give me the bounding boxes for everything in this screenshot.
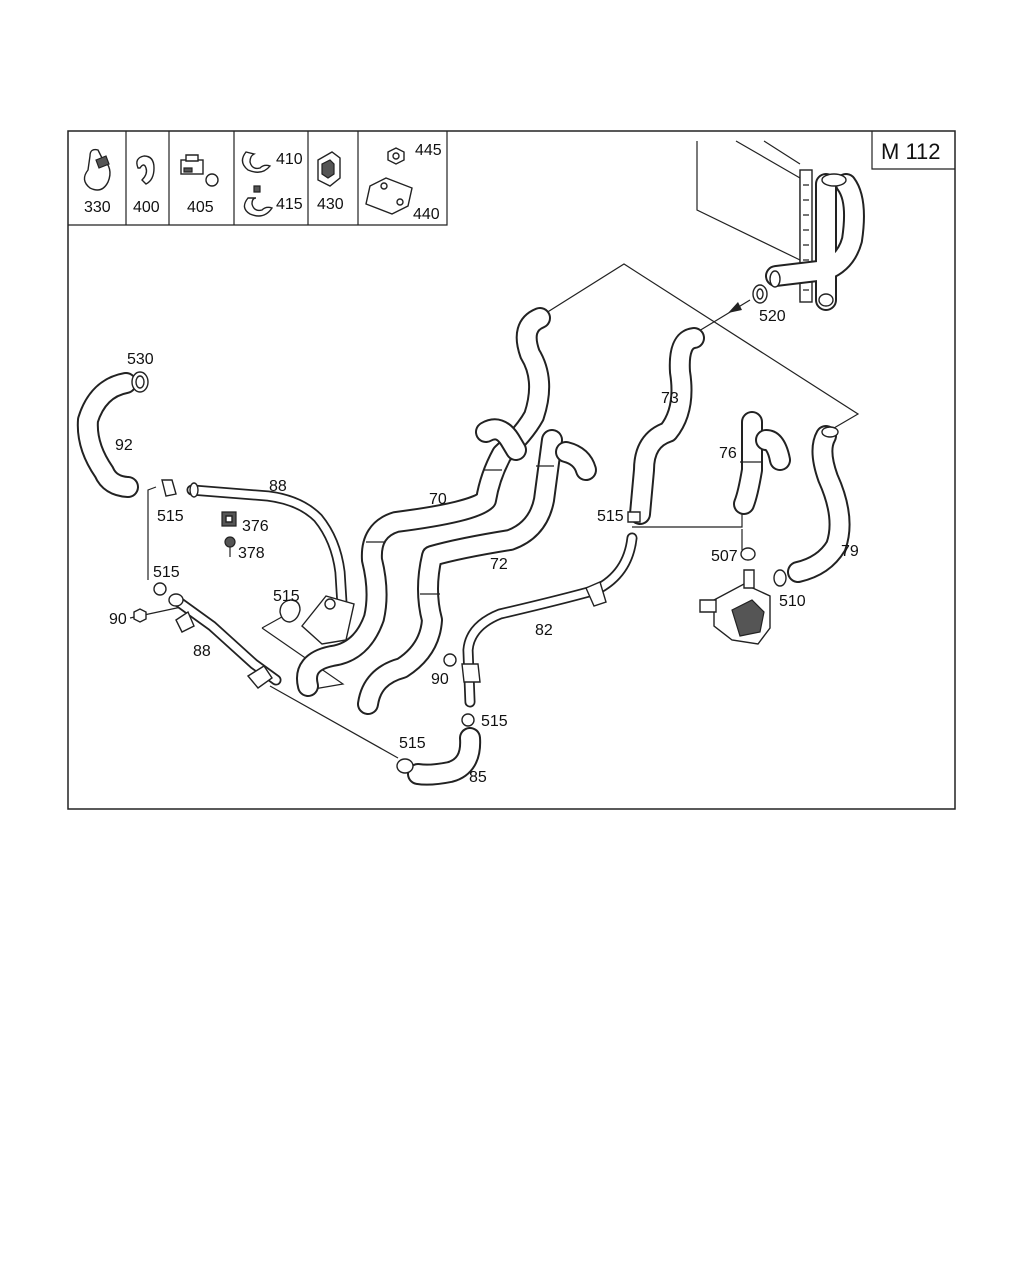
hose-70 [296, 307, 551, 697]
pipe-88-upper [186, 482, 348, 610]
callout-515: 515 [273, 588, 300, 605]
callout-70: 70 [429, 491, 447, 508]
callout-88: 88 [193, 643, 211, 660]
clamp-515-d [627, 511, 641, 523]
clamp-530 [131, 371, 149, 393]
screw-378 [224, 536, 236, 557]
nut-90-mid [443, 653, 457, 667]
legend-label-430: 430 [317, 196, 344, 213]
legend-label-400: 400 [133, 199, 160, 216]
callout-378: 378 [238, 545, 265, 562]
nut-445-icon [387, 147, 405, 165]
callout-90: 90 [431, 671, 449, 688]
clamp-515-e [461, 713, 475, 727]
hose-73 [629, 327, 705, 525]
callout-73: 73 [661, 390, 679, 407]
callout-515: 515 [153, 564, 180, 581]
callout-515: 515 [157, 508, 184, 525]
callout-76: 76 [719, 445, 737, 462]
clamp-515-f [396, 758, 414, 774]
callout-82: 82 [535, 622, 553, 639]
clamp-515-b [153, 582, 167, 596]
callout-515: 515 [597, 508, 624, 525]
clamp-507 [740, 547, 756, 561]
heater-core [696, 140, 865, 311]
fastener-376 [221, 511, 237, 527]
callout-90: 90 [109, 611, 127, 628]
clip-400-icon [136, 155, 155, 185]
nut-90-left [133, 608, 147, 623]
legend-label-445: 445 [415, 142, 442, 159]
clamp-410-icon [241, 151, 272, 173]
callout-92: 92 [115, 437, 133, 454]
legend-label-415: 415 [276, 196, 303, 213]
callout-labels: 530 92 515 88 376 378 515 90 515 88 70 7… [109, 308, 859, 786]
callout-515: 515 [481, 713, 508, 730]
water-valve [699, 569, 771, 645]
model-label-box: M 112 [871, 131, 955, 170]
arrow-head [728, 302, 742, 313]
clamp-515-a [161, 479, 177, 497]
callout-515: 515 [399, 735, 426, 752]
model-label: M 112 [881, 139, 941, 164]
legend-label-330: 330 [84, 199, 111, 216]
hose-92 [76, 372, 139, 498]
hose-79 [787, 425, 851, 583]
bracket-405-icon [180, 154, 219, 187]
callout-530: 530 [127, 351, 154, 368]
legend-label-410: 410 [276, 151, 303, 168]
callout-507: 507 [711, 548, 738, 565]
callout-520: 520 [759, 308, 786, 325]
clip-330-icon [83, 148, 111, 191]
callout-72: 72 [490, 556, 508, 573]
holder-430-icon [317, 151, 341, 187]
pipe-88-lower [168, 593, 282, 689]
clamp-520 [752, 284, 768, 304]
clamp-510 [773, 569, 787, 587]
legend-label-440: 440 [413, 206, 440, 223]
callout-376: 376 [242, 518, 269, 535]
bracket-440-icon [365, 177, 413, 215]
hose-76 [733, 411, 791, 515]
callout-79: 79 [841, 543, 859, 560]
bracket-mount-left [279, 595, 355, 645]
diagram-frame [67, 130, 956, 810]
callout-85: 85 [469, 769, 487, 786]
hose-85 [407, 727, 482, 786]
hose-72 [357, 429, 597, 715]
callout-510: 510 [779, 593, 806, 610]
legend-label-405: 405 [187, 199, 214, 216]
clamp-415-icon [243, 185, 274, 217]
pipe-82 [461, 532, 638, 708]
legend-strip: 330 400 405 410 415 430 [68, 131, 448, 226]
callout-88: 88 [269, 478, 287, 495]
